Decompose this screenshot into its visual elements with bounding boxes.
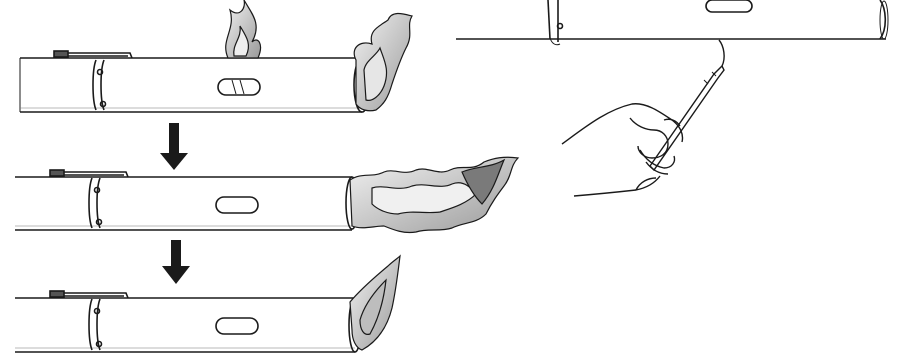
hand xyxy=(561,103,684,197)
yellow-flame-end xyxy=(353,12,413,112)
burner-tube-3 xyxy=(15,290,362,353)
down-arrow xyxy=(160,123,188,170)
lifting-flame xyxy=(349,156,520,234)
orifice-cleaning-detail xyxy=(456,0,889,46)
wire-brush-tool xyxy=(649,39,725,172)
down-arrow xyxy=(162,240,190,284)
correct-flame xyxy=(349,254,401,351)
burner-tube-2 xyxy=(15,169,359,231)
yellow-flame-top xyxy=(225,0,262,59)
burner-tube-1 xyxy=(19,50,371,113)
